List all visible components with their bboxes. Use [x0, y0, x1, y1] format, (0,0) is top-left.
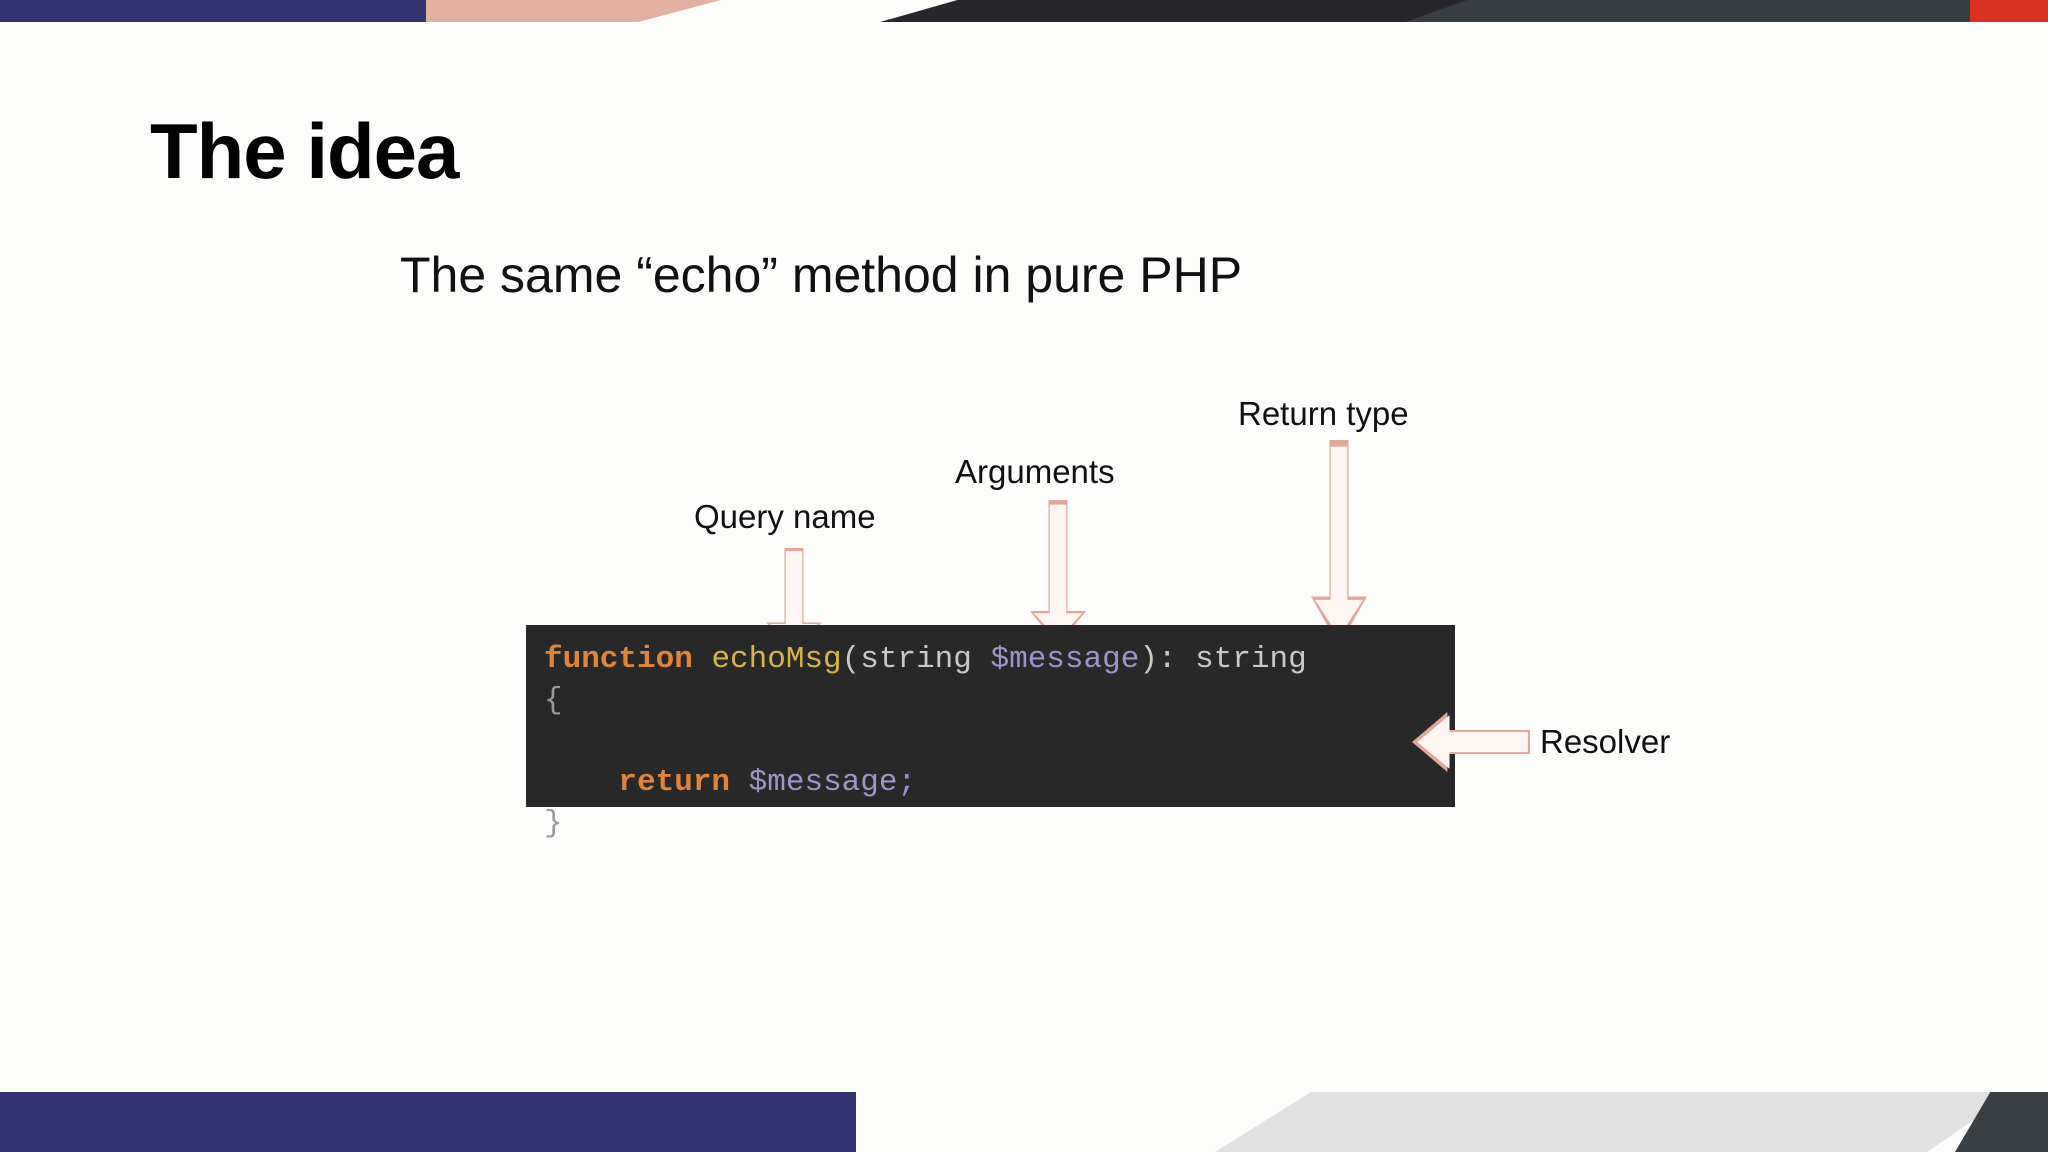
top-bar-red-block	[1970, 0, 2048, 22]
annotation-label-resolver: Resolver	[1540, 723, 1671, 760]
arrow-down-icon-return-type	[1311, 440, 1367, 646]
page-title: The idea	[150, 107, 459, 195]
bottom-bar-navy-block	[0, 1092, 856, 1152]
code-token-brace-open: {	[544, 683, 563, 718]
arrow-fill	[1417, 715, 1528, 769]
bottom-bar-grey-block	[1215, 1092, 2015, 1152]
page-subtitle: The same “echo” method in pure PHP	[400, 247, 1243, 303]
code-token-function-name: echoMsg	[711, 642, 842, 677]
arrow-down-icon-arguments	[1030, 500, 1086, 646]
top-bar-dark-block	[880, 0, 1475, 22]
code-token-return-variable: $message;	[748, 765, 917, 800]
top-bar-salmon-block	[426, 0, 721, 22]
code-token-brace-close: }	[544, 806, 563, 841]
code-token-keyword-function: function	[544, 642, 693, 677]
annotation-label-arguments: Arguments	[955, 453, 1115, 490]
code-token-param-type: (string	[841, 642, 991, 677]
arrow-left-icon-resolver	[1412, 712, 1530, 772]
code-space-1	[693, 642, 712, 677]
code-space-2	[730, 765, 749, 800]
code-token-keyword-return: return	[618, 765, 731, 800]
annotation-label-query-name: Query name	[694, 498, 876, 535]
top-bar-slate-block	[1405, 0, 1970, 22]
code-token-param-variable: $message	[990, 642, 1140, 677]
top-bar-navy-block	[0, 0, 426, 22]
arrow-fill	[1314, 446, 1364, 637]
annotation-label-return-type: Return type	[1238, 395, 1409, 432]
code-block: function echoMsg(string $message): strin…	[526, 625, 1455, 841]
code-token-return-type: ): string	[1139, 642, 1307, 677]
code-indent	[544, 765, 618, 800]
